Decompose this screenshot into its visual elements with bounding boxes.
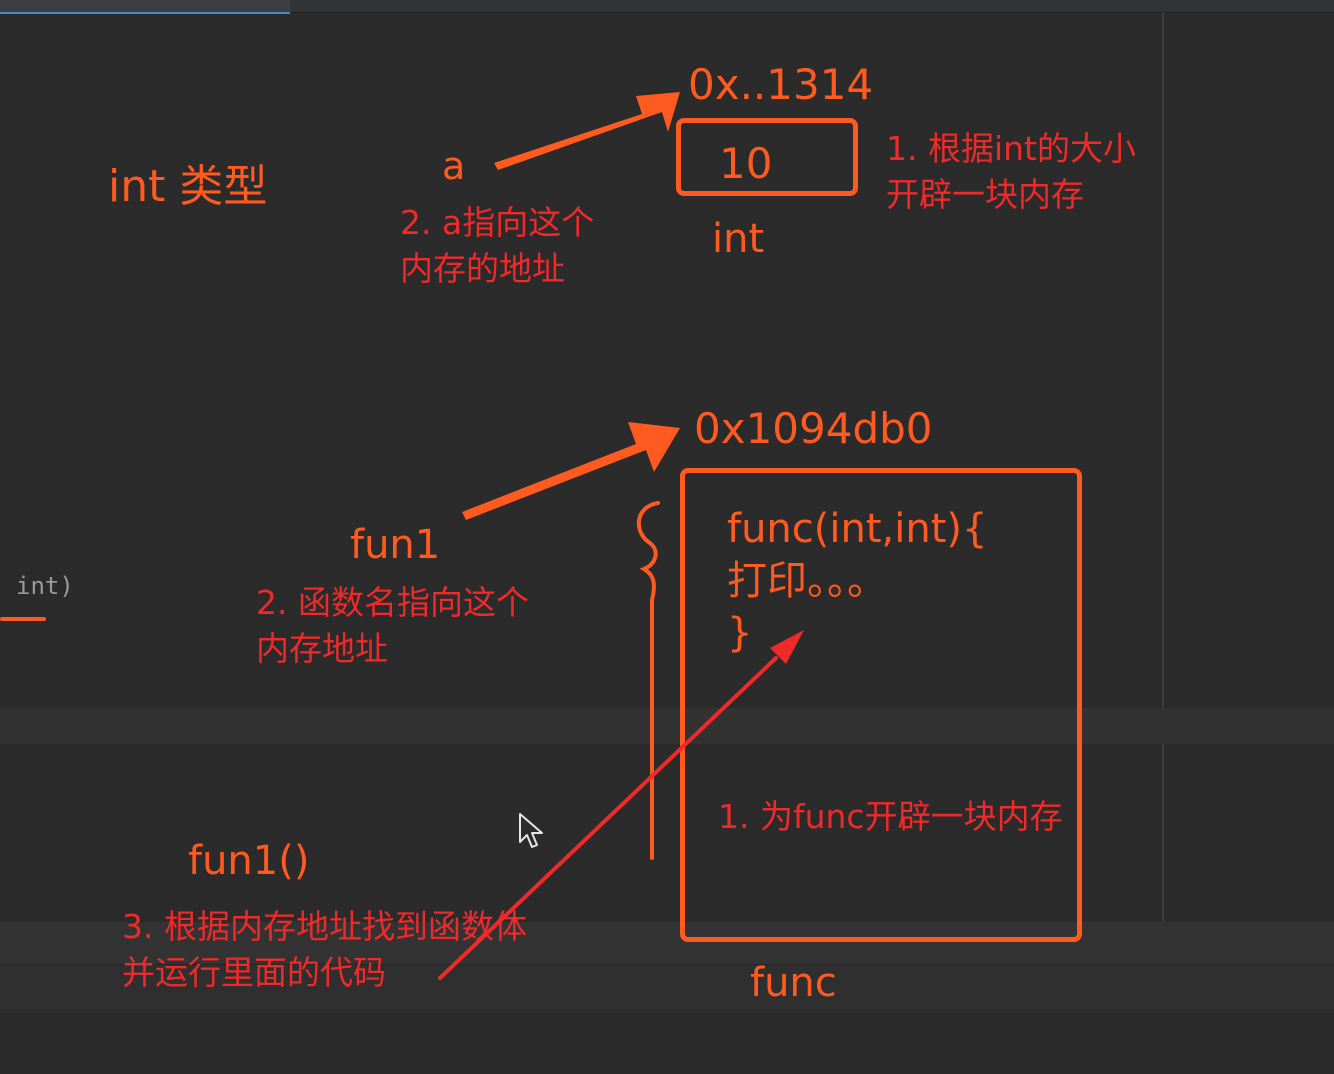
- arrow-call-head: [770, 630, 804, 664]
- editor-tab-bar: [0, 0, 1334, 14]
- int-value: 10: [719, 139, 773, 188]
- int-note-alloc-line: 1. 根据int的大小: [886, 129, 1136, 168]
- func-address: 0x1094db0: [694, 404, 933, 453]
- int-note-point-line: 内存的地址: [400, 249, 565, 288]
- int-type-title: int 类型: [108, 161, 268, 212]
- editor-scroll-band: [0, 964, 1334, 1014]
- func-code-line: 打印。。。: [727, 558, 887, 604]
- mouse-pointer-icon: [519, 813, 543, 848]
- int-var-name: a: [442, 144, 466, 188]
- func-var-name: fun1: [350, 522, 441, 568]
- func-type-label: func: [750, 960, 837, 1006]
- arrow-call-to-func-body: [438, 656, 778, 980]
- func-call: fun1(): [188, 838, 310, 884]
- arrow-a-to-int-memory: [494, 92, 680, 170]
- func-note-point-line: 内存地址: [256, 629, 388, 668]
- func-note-point: 2. 函数名指向这个 内存地址: [256, 580, 529, 672]
- int-note-alloc: 1. 根据int的大小 开辟一块内存: [886, 126, 1136, 218]
- int-address: 0x..1314: [688, 60, 874, 109]
- code-underline: [0, 617, 46, 621]
- func-note-run: 3. 根据内存地址找到函数体 并运行里面的代码: [122, 904, 527, 996]
- func-note-point-line: 2. 函数名指向这个: [256, 583, 529, 622]
- editor-band: [0, 708, 1334, 744]
- arrow-fun1-to-func-memory: [462, 422, 680, 520]
- int-memory-box: 10: [676, 118, 858, 196]
- editor-tab-active[interactable]: [0, 0, 290, 14]
- func-code-line: func(int,int){: [727, 506, 988, 552]
- int-note-point: 2. a指向这个 内存的地址: [400, 200, 594, 292]
- func-code-line: }: [727, 610, 753, 656]
- editor-band: [0, 922, 1334, 964]
- func-note-alloc: 1. 为func开辟一块内存: [718, 797, 1063, 836]
- func-memory-box: func(int,int){ 打印。。。 }: [680, 468, 1082, 942]
- int-type-label: int: [712, 216, 765, 262]
- brace-icon: [636, 501, 660, 860]
- func-code-body: func(int,int){ 打印。。。 }: [727, 503, 987, 659]
- right-margin-guide: [1162, 12, 1164, 922]
- func-note-run-line: 并运行里面的代码: [122, 953, 386, 992]
- int-note-point-line: 2. a指向这个: [400, 203, 595, 242]
- func-note-run-line: 3. 根据内存地址找到函数体: [122, 907, 527, 946]
- code-fragment: int): [16, 572, 74, 600]
- int-note-alloc-line: 开辟一块内存: [886, 175, 1084, 214]
